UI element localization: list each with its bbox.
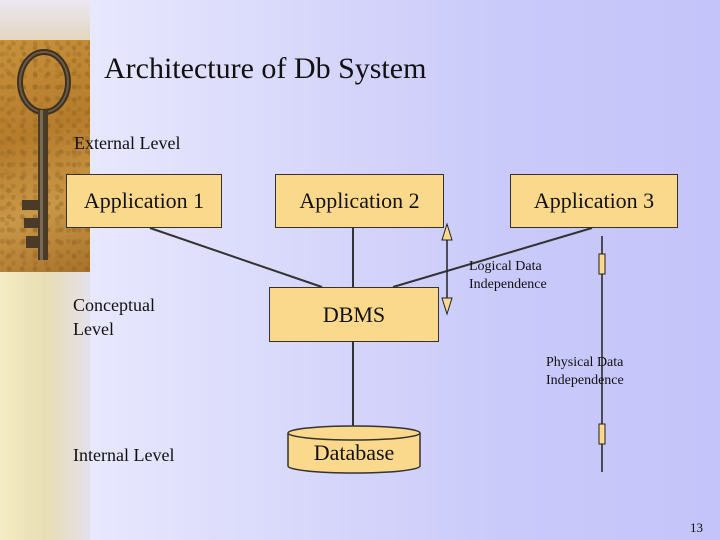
internal-level-label: Internal Level bbox=[73, 445, 175, 465]
app3-connector bbox=[392, 227, 593, 288]
application-2-box: Application 2 bbox=[275, 174, 444, 228]
conceptual-level-label-line2: Level bbox=[73, 319, 114, 339]
logical-independence-line2: Independence bbox=[469, 277, 547, 292]
page-title: Architecture of Db System bbox=[104, 52, 427, 85]
key-image bbox=[0, 40, 90, 272]
dbms-box: DBMS bbox=[269, 287, 439, 342]
left-strip-top bbox=[0, 0, 90, 40]
application-3-box: Application 3 bbox=[510, 174, 678, 228]
application-1-box: Application 1 bbox=[66, 174, 222, 228]
key-icon bbox=[17, 49, 71, 260]
database-cylinder bbox=[287, 425, 421, 474]
logical-independence-line1: Logical Data bbox=[469, 259, 542, 274]
physical-independence-line1: Physical Data bbox=[546, 355, 624, 370]
physical-independence-arrow bbox=[598, 236, 606, 472]
logical-independence-arrow bbox=[441, 222, 453, 316]
physical-independence-line2: Independence bbox=[546, 373, 624, 388]
app1-connector bbox=[149, 227, 323, 288]
page-number: 13 bbox=[690, 520, 703, 535]
database-label: Database bbox=[313, 440, 395, 465]
conceptual-level-label-line1: Conceptual bbox=[73, 295, 155, 315]
external-level-label: External Level bbox=[74, 133, 181, 153]
